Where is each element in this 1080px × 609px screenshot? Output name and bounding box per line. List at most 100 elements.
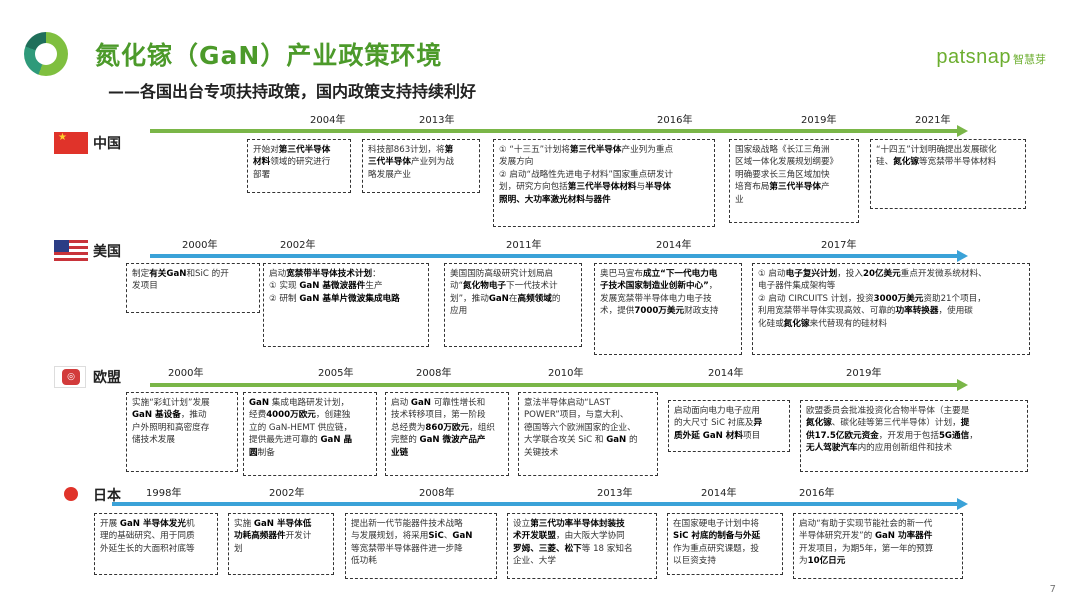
policy-text: 储技术发展	[132, 435, 175, 446]
policy-text: 设立	[513, 519, 531, 529]
policy-highlight-text: 第三代半导体材料	[567, 182, 637, 193]
policy-text: 启动“有助于实现节能社会的新一代	[799, 519, 933, 529]
year-label: 2000年	[182, 240, 218, 251]
policy-text: 电子器件集成架构等	[758, 281, 836, 292]
policy-box-line: ② 研制 GaN 基单片微波集成电路	[269, 293, 423, 305]
policy-box-line: 启动宽禁带半导体技术计划：	[269, 268, 423, 280]
policy-text: 划，研究方向包括	[499, 182, 568, 193]
policy-text: 培育布局	[735, 182, 770, 193]
policy-highlight-text: 4000万欧元	[266, 410, 316, 421]
year-label: 2011年	[506, 240, 542, 251]
policy-highlight-text: SiC	[428, 531, 444, 542]
policy-box-line: 硅、氮化镓等宽禁带半导体材料	[876, 156, 1020, 168]
policy-text: 启动	[391, 398, 411, 408]
policy-box-line: 技术转移项目，第一阶段	[391, 409, 503, 421]
policy-text: 提供最先进可靠的	[249, 435, 321, 446]
policy-box-line: 供17.5亿欧元资金，开发用于包括5G通信，	[806, 430, 1022, 442]
policy-text: 应用	[450, 306, 468, 317]
brand-name-en: patsnap	[936, 46, 1011, 68]
policy-text: 开发计	[285, 531, 312, 542]
policy-box-line: ① “十三五”计划将第三代半导体产业列为重点	[499, 144, 709, 156]
policy-text: 奥巴马宣布	[600, 269, 643, 279]
policy-text: 经费	[249, 410, 267, 421]
policy-text: 机	[185, 519, 195, 529]
policy-text: 立的 GaN-HEMT 供应链，	[249, 422, 353, 433]
policy-highlight-text: 高频领域	[517, 293, 552, 304]
policy-text: 制定	[132, 269, 150, 279]
year-label: 2005年	[318, 368, 354, 379]
policy-box-line: POWER”项目，与意大利、	[524, 409, 652, 421]
year-label: 2013年	[419, 115, 455, 126]
policy-highlight-text: 10亿日元	[807, 556, 846, 567]
policy-highlight-text: 氮化镓	[893, 157, 919, 168]
policy-box-line: 启动 GaN 可靠性增长和	[391, 397, 503, 409]
policy-box-line: 应用	[450, 305, 576, 317]
policy-text: 动“	[450, 281, 464, 292]
policy-highlight-text: 3000万美元	[873, 293, 924, 304]
policy-box: 科技部863计划，将第三代半导体产业列为战略发展产业	[362, 139, 480, 193]
policy-box-line: 区域一体化发展规划纲要》	[735, 156, 853, 168]
policy-text: 的大尺寸 SiC 衬底及	[674, 418, 754, 429]
policy-box-line: 启动面向电力电子应用	[674, 405, 784, 417]
policy-text: ：	[372, 269, 381, 279]
policy-box-line: 术，提供7000万美元财政支持	[600, 305, 736, 317]
policy-text: 资助21个项目，	[923, 293, 986, 304]
policy-highlight-text: 无人驾驶汽车	[806, 443, 858, 454]
policy-box-line: 为10亿日元	[799, 555, 957, 567]
timeline-arrow-usa	[150, 250, 968, 262]
year-label: 2004年	[310, 115, 346, 126]
policy-box-line: 半导体研究开发”的 GaN 功率器件	[799, 530, 957, 542]
policy-text: 发展方向	[499, 157, 534, 168]
policy-highlight-text: 异	[753, 418, 763, 429]
policy-box-line: 实施“彩虹计划”发展	[132, 397, 232, 409]
policy-box-line: 划”，推动GaN在高频领域的	[450, 293, 576, 305]
policy-highlight-text: GaN	[452, 531, 473, 542]
policy-box-line: 美国国防高级研究计划局启	[450, 268, 576, 280]
policy-box-line: 发展宽禁带半导体电力电子技	[600, 293, 736, 305]
policy-box-line: 奥巴马宣布成立“下一代电力电	[600, 268, 736, 280]
year-label: 1998年	[146, 488, 182, 499]
policy-text: ② 启动 CIRCUITS 计划，投资	[758, 293, 874, 304]
year-label: 2010年	[548, 368, 584, 379]
policy-box-line: 功耗高频器件开发计	[234, 530, 328, 542]
year-label: 2019年	[846, 368, 882, 379]
policy-highlight-text: 术开发联盟	[513, 531, 556, 542]
policy-box-line: SiC 衬底的制备与外延	[673, 530, 777, 542]
policy-text: 、碳化硅等第三代半导体）计划，	[831, 418, 961, 429]
policy-box-line: GaN 基设备，推动	[132, 409, 232, 421]
policy-highlight-text: GaN 基微波器件	[299, 281, 366, 292]
policy-text: 在国家硬电子计划中将	[673, 519, 759, 529]
policy-box-line: 科技部863计划，将第	[368, 144, 474, 156]
year-label: 2016年	[657, 115, 693, 126]
policy-text: 低功耗	[351, 556, 377, 567]
policy-text: ，组织	[469, 422, 495, 433]
policy-highlight-text: 第三代半导体	[278, 145, 331, 155]
policy-highlight-text: 第三代半导体	[769, 182, 821, 193]
policy-box-line: 国家级战略《长江三角洲	[735, 144, 853, 156]
policy-text: 技术转移项目，第一阶段	[391, 410, 486, 421]
policy-box-line: ① 启动电子复兴计划，投入20亿美元重点开发微系统材料、	[758, 268, 1024, 280]
policy-text: 企业、大学	[513, 556, 556, 567]
policy-highlight-text: 第	[444, 145, 454, 155]
policy-text: 发展宽禁带半导体电力电子技	[600, 293, 712, 304]
policy-highlight-text: 7000万美元	[634, 306, 685, 317]
policy-box-line: 完整的 GaN 微波产品产	[391, 434, 503, 446]
eu-flag-icon: ◎	[54, 366, 86, 388]
policy-box-line: 划	[234, 543, 328, 555]
policy-box-line: 开发项目，为期5年，第一年的预算	[799, 543, 957, 555]
year-label: 2002年	[280, 240, 316, 251]
policy-highlight-text: 业链	[391, 447, 409, 458]
policy-text: ② 研制	[269, 293, 300, 304]
policy-text: 完整的	[391, 435, 420, 446]
country-label-japan: 日本	[93, 488, 121, 504]
policy-text: 重点开发微系统材料、	[900, 269, 987, 279]
policy-text: 为	[799, 556, 808, 567]
policy-text: 实施	[234, 519, 254, 529]
policy-text: 领域的研究进行	[270, 157, 331, 168]
policy-box-line: 部署	[253, 169, 345, 181]
policy-text: 集成电路研发计划，	[269, 398, 350, 408]
logo-ring-icon	[24, 32, 68, 76]
policy-text: 项目	[743, 430, 761, 441]
policy-text: “十四五”计划明确提出发展碳化	[876, 145, 997, 155]
